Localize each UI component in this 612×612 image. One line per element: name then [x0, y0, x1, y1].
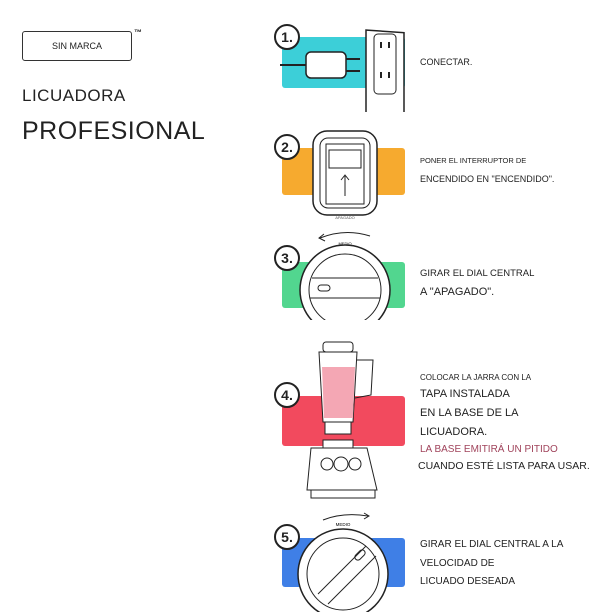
step4-number: 4. — [274, 382, 300, 408]
step4-text-6: CUANDO ESTÉ LISTA PARA USAR. — [418, 460, 590, 472]
step4-text-4: LICUADORA. — [420, 426, 488, 438]
step1-text: CONECTAR. — [420, 57, 473, 67]
switch-label: APAGADO — [335, 215, 355, 220]
plug-outlet-illustration — [280, 29, 405, 112]
step5-number: 5. — [274, 524, 300, 550]
step3-text-2: A "APAGADO". — [420, 286, 495, 298]
step5-text-1: GIRAR EL DIAL CENTRAL A LA — [420, 539, 564, 550]
step1-number: 1. — [274, 24, 300, 50]
brand-badge: SIN MARCA — [22, 31, 132, 61]
product-title-line1: LICUADORA — [22, 86, 126, 105]
step4-text-5: LA BASE EMITIRÁ UN PITIDO — [420, 444, 558, 455]
dial-label: MEDIO — [338, 241, 351, 246]
step5-text-3: LICUADO DESEADA — [420, 576, 516, 587]
step4-text-1: COLOCAR LA JARRA CON LA — [420, 373, 532, 382]
dial-label-5: MEDIO — [336, 522, 351, 527]
dial-off-illustration: MEDIO — [299, 232, 391, 320]
step5-text-2: VELOCIDAD DE — [420, 558, 495, 569]
blender-illustration — [306, 341, 378, 499]
step3-text-1: GIRAR EL DIAL CENTRAL — [420, 268, 535, 279]
trademark: ™ — [134, 28, 142, 37]
product-title-line2: PROFESIONAL — [22, 117, 206, 145]
dial-speed-illustration: MEDIO — [297, 512, 389, 612]
step3-number: 3. — [274, 245, 300, 271]
brand-badge-text: SIN MARCA — [51, 41, 102, 51]
step4-text-2: TAPA INSTALADA — [420, 388, 510, 400]
step2-text-2: ENCENDIDO EN "ENCENDIDO". — [420, 174, 555, 184]
step2-number: 2. — [274, 134, 300, 160]
step4-text-3: EN LA BASE DE LA — [420, 407, 519, 419]
step2-text-1: PONER EL INTERRUPTOR DE — [420, 156, 527, 165]
power-switch-illustration: APAGADO — [312, 130, 378, 220]
